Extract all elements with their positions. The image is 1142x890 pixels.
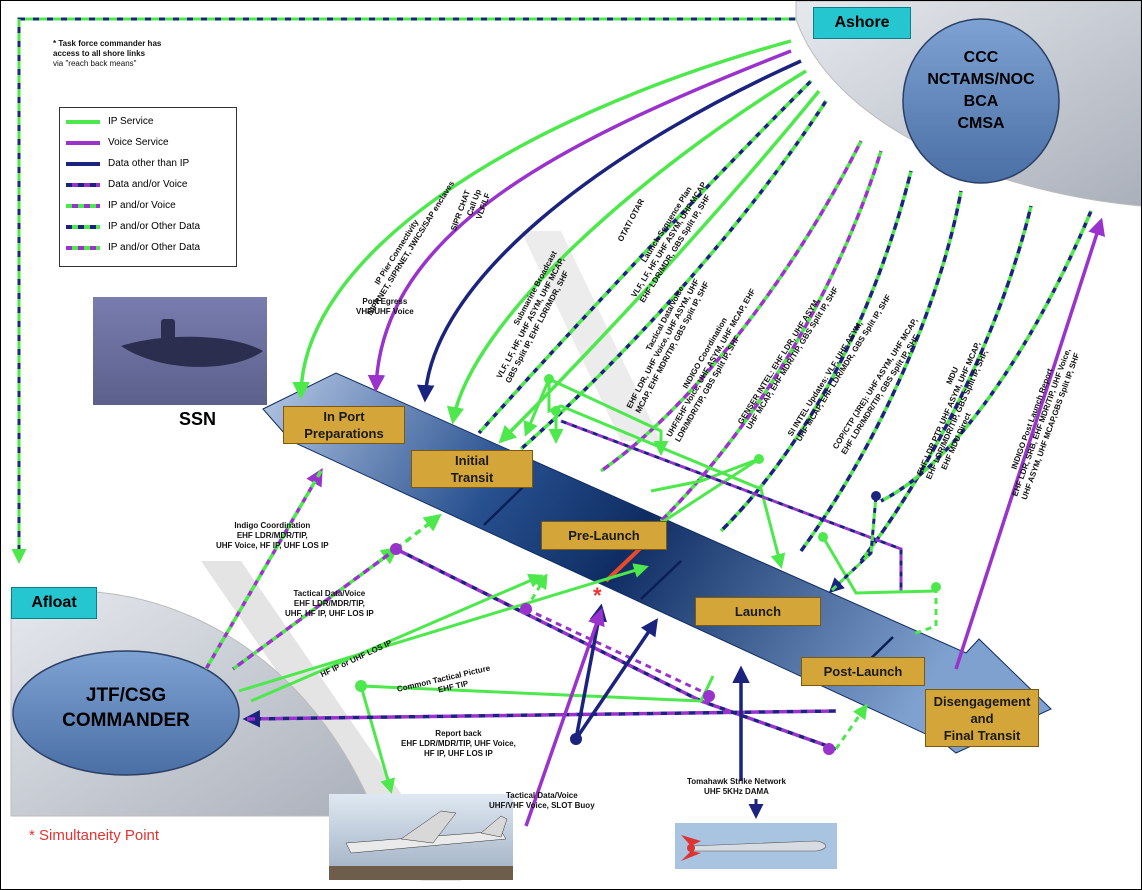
ashore-line: CCC bbox=[963, 49, 999, 66]
legend-item: Data other than IP bbox=[66, 158, 189, 169]
ashore-oval bbox=[902, 18, 1060, 184]
ssn-label: SSN bbox=[179, 409, 217, 429]
afloat-oval bbox=[12, 650, 240, 776]
ashore-line: CMSA bbox=[957, 115, 1005, 132]
link-ip-pier bbox=[292, 39, 792, 400]
aircraft-image bbox=[329, 794, 513, 880]
link-si-intel bbox=[799, 190, 963, 553]
legend-item: IP Service bbox=[66, 116, 153, 127]
link-indigo bbox=[659, 150, 883, 523]
simultaneity-star-icon: * bbox=[593, 583, 602, 608]
afloat-line: COMMANDER bbox=[62, 710, 190, 731]
note-line: via "reach back means" bbox=[53, 59, 137, 68]
phase-post-launch: Post-Launch bbox=[801, 657, 925, 686]
legend: IP Service Voice Service Data other than… bbox=[59, 107, 237, 267]
afloat-commander: JTF/CSG COMMANDER bbox=[26, 683, 226, 733]
network-nodes bbox=[355, 374, 941, 755]
note-line: * Task force commander has bbox=[53, 39, 162, 48]
missile-image bbox=[675, 823, 837, 869]
ashore-facilities: CCC NCTAMS/NOC BCA CMSA bbox=[906, 47, 1056, 135]
link-port-egress bbox=[367, 49, 792, 393]
link-indigo-post bbox=[954, 217, 1106, 670]
legend-item: IP and/or Other Data bbox=[66, 221, 200, 232]
internal-network bbox=[523, 377, 938, 636]
ashore-tab: Ashore bbox=[813, 7, 911, 39]
phase-pre-launch: Pre-Launch bbox=[541, 521, 667, 550]
afloat-tab: Afloat bbox=[11, 587, 97, 619]
link-call-up bbox=[416, 59, 802, 403]
link-otat bbox=[498, 89, 821, 444]
legend-item: Data and/or Voice bbox=[66, 179, 188, 190]
simultaneity-legend: * Simultaneity Point bbox=[29, 827, 160, 844]
phase-launch: Launch bbox=[695, 597, 821, 626]
ashore-line: BCA bbox=[963, 93, 999, 110]
legend-item: Voice Service bbox=[66, 137, 169, 148]
note-line: access to all shore links bbox=[53, 49, 146, 58]
legend-item: IP and/or Other Data bbox=[66, 242, 200, 253]
legend-item: IP and/or Voice bbox=[66, 200, 176, 211]
reach-back-note: * Task force commander has access to all… bbox=[53, 39, 161, 69]
watermark-stroke bbox=[521, 231, 661, 441]
link-sipr-chat bbox=[446, 69, 807, 425]
submarine-image bbox=[93, 297, 267, 405]
ashore-line: NCTAMS/NOC bbox=[927, 71, 1035, 88]
afloat-line: JTF/CSG bbox=[85, 685, 167, 706]
afloat-links bbox=[204, 467, 868, 827]
